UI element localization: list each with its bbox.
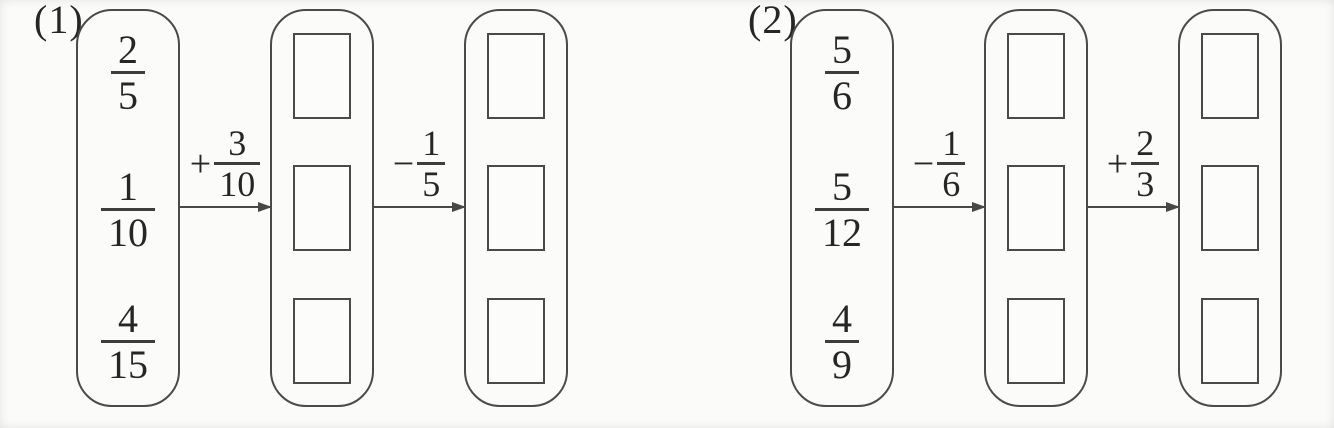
arrowhead-icon (1166, 202, 1180, 212)
given-fraction-slot: 1 10 (78, 164, 178, 253)
given-fractions-column: 2 5 1 10 4 15 (76, 9, 180, 407)
flow-arrow-1 (180, 202, 272, 212)
operator-sign: + (189, 142, 212, 185)
answer-box[interactable] (293, 165, 351, 251)
numerator: 2 (118, 27, 138, 72)
given-fraction: 5 12 (815, 164, 869, 253)
numerator: 1 (422, 123, 441, 163)
answer-box[interactable] (1201, 33, 1259, 119)
denominator: 3 (1131, 161, 1160, 202)
operator-sign: − (912, 142, 935, 185)
flow-arrow-1 (894, 202, 986, 212)
numerator: 5 (832, 27, 852, 72)
operator-sign: − (392, 142, 415, 185)
problem-1: (1) 2 5 1 10 4 15 + (0, 0, 620, 428)
operation-label-2: − 1 5 (373, 123, 465, 202)
given-fraction-slot: 5 6 (792, 27, 892, 116)
answer-box[interactable] (1007, 33, 1065, 119)
numerator: 4 (118, 296, 138, 341)
given-fraction: 2 5 (111, 27, 145, 116)
flow-arrow-2 (374, 202, 466, 212)
answer-column-2 (1178, 9, 1282, 407)
flow-arrow-2 (1088, 202, 1180, 212)
answer-box[interactable] (1201, 298, 1259, 384)
operation-fraction: 3 10 (214, 123, 261, 202)
given-fraction: 4 15 (101, 296, 155, 385)
given-fraction: 1 10 (101, 164, 155, 253)
answer-box[interactable] (487, 33, 545, 119)
denominator: 5 (417, 161, 446, 202)
answer-column-1 (984, 9, 1088, 407)
problem-label: (2) (748, 0, 798, 42)
given-fraction-slot: 4 9 (792, 296, 892, 385)
problem-label: (1) (34, 0, 84, 42)
denominator: 15 (101, 340, 155, 385)
denominator: 5 (111, 71, 145, 116)
operation-fraction: 1 6 (937, 123, 966, 202)
problem-2: (2) 5 6 5 12 4 9 − (714, 0, 1334, 428)
given-fraction: 4 9 (825, 296, 859, 385)
given-fraction-slot: 2 5 (78, 27, 178, 116)
given-fractions-column: 5 6 5 12 4 9 (790, 9, 894, 407)
answer-box[interactable] (293, 33, 351, 119)
denominator: 9 (825, 340, 859, 385)
answer-column-2 (464, 9, 568, 407)
answer-box[interactable] (487, 298, 545, 384)
denominator: 10 (101, 208, 155, 253)
denominator: 6 (825, 71, 859, 116)
denominator: 10 (214, 161, 261, 202)
operator-sign: + (1106, 142, 1129, 185)
numerator: 4 (832, 296, 852, 341)
arrowhead-icon (258, 202, 272, 212)
numerator: 1 (942, 123, 961, 163)
given-fraction-slot: 5 12 (792, 164, 892, 253)
operation-label-2: + 2 3 (1087, 123, 1179, 202)
numerator: 5 (832, 164, 852, 209)
operation-fraction: 1 5 (417, 123, 446, 202)
denominator: 12 (815, 208, 869, 253)
answer-box[interactable] (1007, 165, 1065, 251)
numerator: 3 (228, 123, 247, 163)
denominator: 6 (937, 161, 966, 202)
numerator: 2 (1136, 123, 1155, 163)
operation-label-1: − 1 6 (893, 123, 985, 202)
given-fraction: 5 6 (825, 27, 859, 116)
arrowhead-icon (452, 202, 466, 212)
answer-column-1 (270, 9, 374, 407)
answer-box[interactable] (1007, 298, 1065, 384)
answer-box[interactable] (487, 165, 545, 251)
answer-box[interactable] (293, 298, 351, 384)
operation-fraction: 2 3 (1131, 123, 1160, 202)
answer-box[interactable] (1201, 165, 1259, 251)
arrowhead-icon (972, 202, 986, 212)
given-fraction-slot: 4 15 (78, 296, 178, 385)
numerator: 1 (118, 164, 138, 209)
operation-label-1: + 3 10 (179, 123, 271, 202)
